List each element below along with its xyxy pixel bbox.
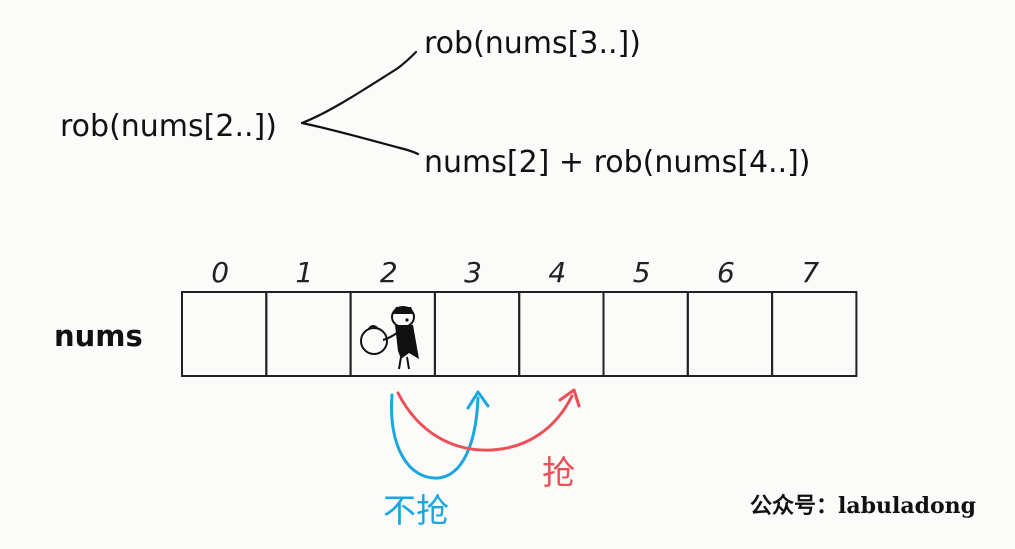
array-cell-7 (771, 291, 858, 377)
array-cell-0 (181, 291, 268, 377)
array-index-2: 2 (380, 256, 398, 289)
array-cell-3 (433, 291, 521, 377)
skip-arrow-head (466, 390, 490, 410)
skip-choice-label: 不抢 (383, 491, 449, 530)
array-indices: 0 1 2 3 4 5 6 7 (211, 256, 819, 289)
array-index-1: 1 (296, 256, 314, 289)
array-index-3: 3 (464, 256, 482, 289)
skip-arrow (389, 393, 480, 480)
array-index-5: 5 (633, 256, 651, 289)
array-cell-4 (518, 291, 605, 377)
array-cells (181, 291, 858, 377)
watermark: 公众号：labuladong (750, 493, 976, 519)
array-cell-5 (602, 291, 689, 377)
array-section: nums 0 1 2 3 4 5 6 7 (54, 256, 858, 377)
recursion-tree: rob(nums[3..]) rob(nums[2..]) nums[2] + … (60, 26, 811, 180)
root-call-label: rob(nums[2..]) (60, 109, 277, 144)
array-index-7: 7 (801, 256, 819, 289)
take-arrow-head (558, 388, 581, 408)
array-cell-6 (686, 291, 774, 377)
array-cell-1 (265, 291, 352, 377)
branch-take-label: nums[2] + rob(nums[4..]) (424, 145, 811, 180)
array-index-6: 6 (717, 256, 735, 289)
branch-skip-label: rob(nums[3..]) (424, 26, 641, 61)
array-label: nums (54, 319, 143, 353)
tree-branch-upper (300, 50, 418, 125)
array-index-4: 4 (548, 256, 566, 289)
take-arrow (396, 391, 574, 452)
tree-branch-lower (300, 121, 420, 156)
array-index-0: 0 (211, 256, 229, 289)
choice-arrows: 不抢 抢 (383, 388, 581, 530)
take-choice-label: 抢 (542, 453, 575, 492)
robber-icon (360, 306, 419, 370)
